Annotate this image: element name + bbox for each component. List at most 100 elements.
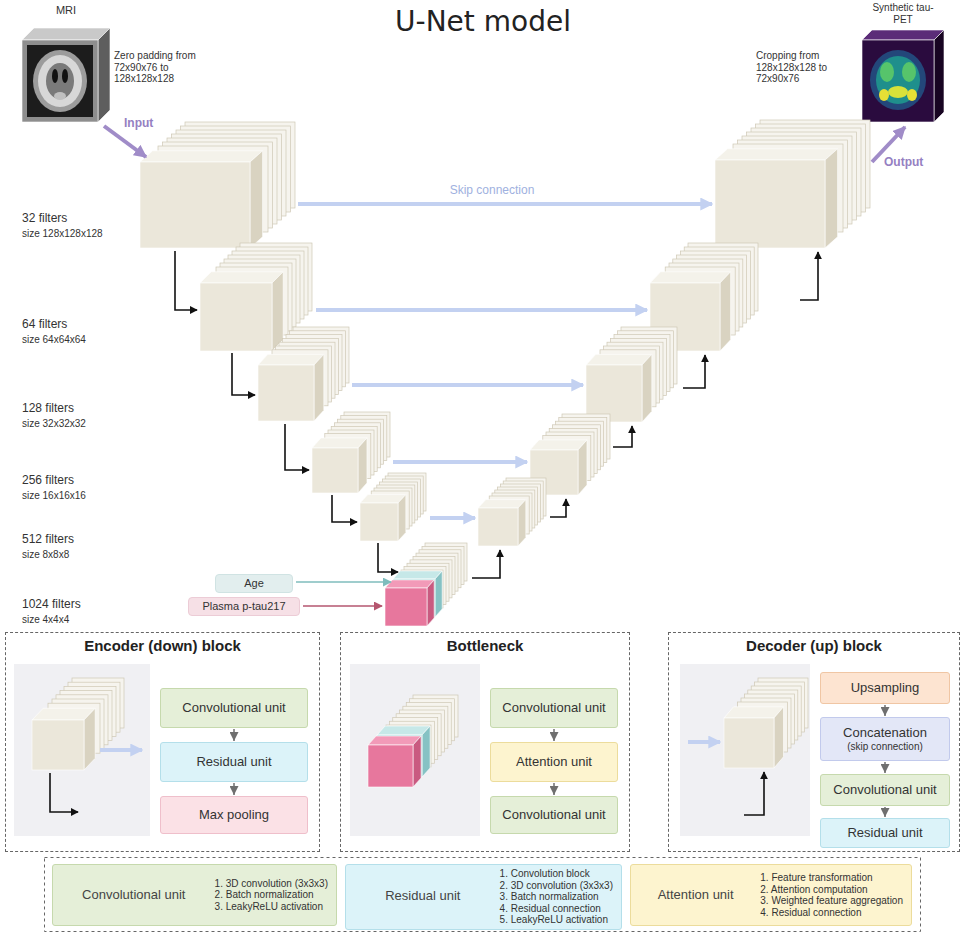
brain-shape bbox=[52, 69, 58, 83]
tensor-size: size 8x8x8 bbox=[22, 549, 69, 561]
icon-panel bbox=[14, 664, 150, 836]
filter-count: 32 filters bbox=[22, 212, 67, 226]
cube-front bbox=[200, 283, 272, 351]
cube-top bbox=[377, 726, 430, 735]
step-list: 1. 3D convolution (3x3x3)2. Batch normal… bbox=[215, 878, 328, 913]
downsample-arrow bbox=[378, 543, 398, 572]
flow-connector bbox=[884, 807, 886, 817]
downsample-arrow bbox=[232, 353, 255, 395]
node-text: 1. 3D convolution (3x3x3) bbox=[215, 878, 328, 890]
brain-shape bbox=[62, 69, 68, 83]
skip-arrow bbox=[298, 202, 712, 206]
cube-front bbox=[715, 160, 825, 248]
flow-connector bbox=[553, 729, 555, 741]
covariate-pill: Age bbox=[215, 574, 293, 593]
node-text: Age bbox=[244, 577, 264, 590]
node-text: Convolutional unit bbox=[833, 783, 936, 798]
cube-front bbox=[258, 365, 314, 421]
cube-top bbox=[393, 571, 442, 579]
cube-side bbox=[642, 354, 652, 422]
pet-uptake bbox=[880, 62, 894, 82]
label-wrap: size 128x128x128 bbox=[22, 228, 103, 240]
unit-box: Residual unit bbox=[820, 818, 950, 848]
label-wrap: 128 filters bbox=[22, 402, 74, 416]
tensor-size: size 32x32x32 bbox=[22, 418, 86, 430]
pet-uptake bbox=[888, 86, 908, 98]
label-wrap: size 8x8x8 bbox=[22, 549, 69, 561]
cube-front bbox=[312, 448, 358, 493]
downsample-arrow bbox=[175, 251, 197, 310]
cube-top bbox=[22, 28, 110, 40]
label-wrap: 512 filters bbox=[22, 533, 74, 547]
unit-box: Upsampling bbox=[820, 672, 950, 704]
node-text: Encoder (down) block bbox=[6, 637, 319, 654]
label-wrap: Zero padding from 72x90x76 to 128x128x12… bbox=[114, 50, 214, 85]
upsample-arrow bbox=[472, 550, 500, 578]
upsample-arrow bbox=[800, 252, 818, 300]
unit-name-cell: Residual unit bbox=[354, 889, 500, 904]
flow-label: Input bbox=[124, 117, 153, 131]
unet-illustration bbox=[14, 28, 944, 932]
filter-count: 512 filters bbox=[22, 533, 74, 547]
cube-front bbox=[140, 162, 250, 248]
tensor-size: size 4x4x4 bbox=[22, 614, 69, 626]
unit-name-cell: Attention unit bbox=[639, 888, 760, 903]
tensor-size: size 64x64x64 bbox=[22, 334, 86, 346]
cube-side bbox=[250, 151, 263, 248]
cube-side bbox=[422, 726, 430, 777]
cube-side bbox=[84, 708, 95, 770]
node-text: Attention unit bbox=[639, 888, 752, 903]
label-wrap: Cropping from 128x128x128 to 72x90x76 bbox=[756, 50, 856, 85]
unit-box: Convolutional unit bbox=[160, 688, 308, 728]
mri-slice bbox=[27, 45, 93, 117]
upsample-arrow bbox=[683, 355, 705, 388]
skip-arrow bbox=[393, 460, 527, 464]
node-text: Decoder (up) block bbox=[669, 637, 959, 654]
input-arrow bbox=[104, 126, 146, 157]
cube-side bbox=[358, 438, 367, 493]
downsample-arrow bbox=[50, 773, 78, 812]
cube-side bbox=[314, 354, 324, 421]
cube-top bbox=[478, 500, 526, 508]
brain-shape bbox=[46, 63, 74, 99]
title-wrap: U-Net model bbox=[0, 6, 966, 38]
cube-side bbox=[413, 736, 421, 787]
cube-side bbox=[518, 500, 526, 546]
filter-count: 128 filters bbox=[22, 402, 74, 416]
node-text: 5. LeakyReLU activation bbox=[500, 914, 613, 926]
cube-top bbox=[650, 272, 731, 283]
node-text: 3. LeakyReLU activation bbox=[215, 901, 328, 913]
covariate-arrow bbox=[296, 581, 391, 583]
label-wrap: size 64x64x64 bbox=[22, 334, 86, 346]
downsample-arrow bbox=[332, 495, 357, 522]
skip-arrow bbox=[688, 740, 720, 744]
pet-uptake bbox=[907, 89, 917, 101]
unit-legend-box: Convolutional unit 1. 3D convolution (3x3… bbox=[52, 864, 337, 926]
node-text: 2. 3D convolution (3x3x3) bbox=[500, 880, 613, 892]
unit-box: Max pooling bbox=[160, 796, 308, 834]
legend-frame bbox=[45, 858, 921, 932]
node-text: Convolutional unit bbox=[61, 888, 207, 903]
cube-front bbox=[724, 718, 774, 768]
cube-side bbox=[774, 707, 784, 768]
cube-front bbox=[586, 365, 642, 422]
cube-side bbox=[825, 149, 838, 248]
label-wrap: 256 filters bbox=[22, 474, 74, 488]
cube-side bbox=[398, 495, 406, 541]
label-wrap: 32 filters bbox=[22, 212, 67, 226]
node-text: 3. Batch normalization bbox=[500, 891, 613, 903]
label-wrap: Output bbox=[884, 156, 923, 170]
node-text: Synthetic tau-PET bbox=[868, 2, 938, 25]
unit-box: Attention unit bbox=[490, 742, 618, 782]
downsample-arrow bbox=[285, 424, 309, 470]
block-panel: Decoder (up) blockUpsamplingConcatenatio… bbox=[668, 632, 960, 852]
step-list: 1. Convolution block2. 3D convolution (3… bbox=[500, 868, 613, 926]
unit-box: Convolutional unit bbox=[820, 774, 950, 806]
unit-box: Residual unit bbox=[160, 742, 308, 782]
cube-top bbox=[312, 438, 367, 448]
cube-front bbox=[385, 588, 427, 626]
label-wrap: 1024 filters bbox=[22, 598, 81, 612]
node-text: Residual unit bbox=[196, 755, 271, 770]
node-text: Residual unit bbox=[847, 826, 922, 841]
